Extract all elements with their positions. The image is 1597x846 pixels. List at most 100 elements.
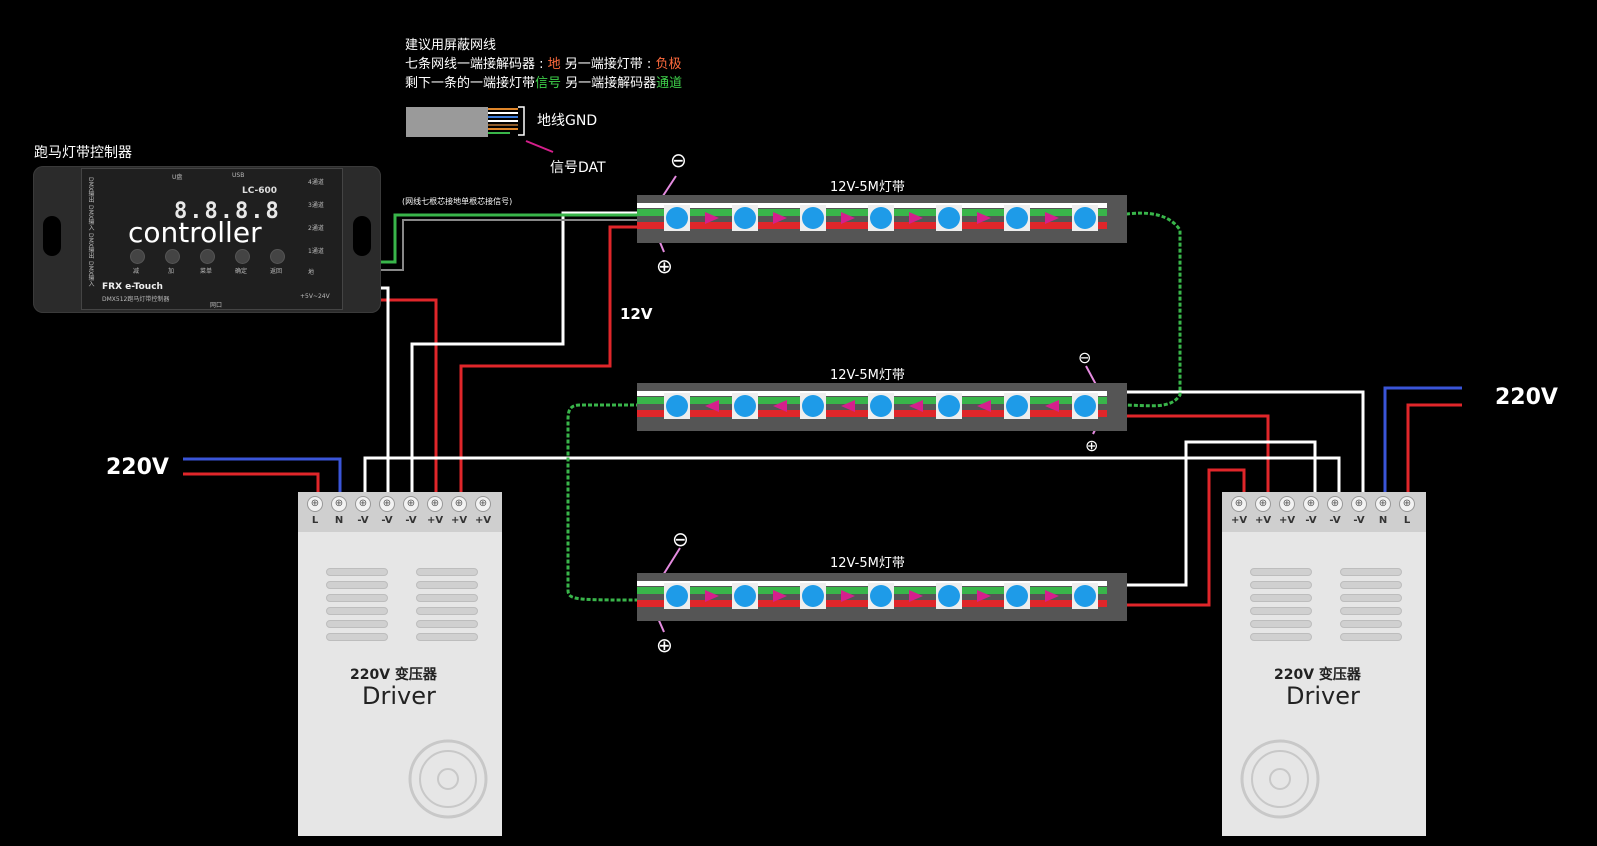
terminal: ⊕+V [1252, 496, 1274, 530]
note-line2: 七条网线一端接解码器 : 地 另一端接灯带 : 负极 [405, 55, 682, 74]
terminal: ⊕ -V [1300, 496, 1322, 530]
note-line3: 剩下一条的一端接灯带信号 另一端接解码器通道 [405, 74, 682, 93]
note-line3-b: 信号 [535, 76, 562, 91]
usb-port-b: USB [232, 172, 245, 179]
terminal-screw-icon: ⊕ [1279, 496, 1295, 512]
back-button[interactable] [270, 249, 285, 264]
vent-slot [416, 594, 478, 602]
led-icon [1074, 585, 1096, 607]
minus-button[interactable] [130, 249, 145, 264]
strip1-white-wire [410, 211, 643, 493]
strip1-red-wire [459, 225, 643, 493]
terminal-label: -V [1329, 515, 1341, 526]
vent-slot [1340, 581, 1402, 589]
direction-arrow-icon [977, 590, 991, 602]
channel-terminals: 4通道 3通道 2通道 1通道 地 [308, 175, 338, 276]
network-port-label: 网口 [210, 302, 223, 309]
vent-slot [1250, 607, 1312, 615]
vent-slot [416, 607, 478, 615]
terminal-label: +V [1278, 515, 1296, 526]
led-icon [870, 207, 892, 229]
right-220v-label: 220V [1495, 385, 1558, 410]
menu-button-label: 菜单 [200, 268, 213, 275]
vent-slot [1250, 620, 1312, 628]
direction-arrow-icon [909, 212, 923, 224]
vent-slot [416, 620, 478, 628]
dat-label: 信号DAT [550, 160, 606, 176]
ok-button[interactable] [235, 249, 250, 264]
led-icon [870, 395, 892, 417]
direction-arrow-icon [909, 400, 923, 412]
controller-big-label: controller [128, 216, 262, 249]
vent-slot [416, 568, 478, 576]
terminal: ⊕N [1372, 496, 1394, 530]
terminal-label: +V [1254, 515, 1272, 526]
terminal-screw-icon: ⊕ [355, 496, 371, 512]
terminal-screw-icon: ⊕ [1399, 496, 1415, 512]
strip2-white-wire [1120, 390, 1365, 493]
power-input-label: +5V~24V [300, 293, 330, 300]
right-psu-vents-a [1250, 568, 1312, 646]
terminal-label: N [334, 515, 344, 526]
led-icon [1006, 585, 1028, 607]
terminal-label: +V [450, 515, 468, 526]
terminal-screw-icon: ⊕ [403, 496, 419, 512]
strip2-title: 12V-5M灯带 [830, 368, 905, 383]
right-psu-title: 220V 变压器 [1274, 667, 1361, 683]
terminal: ⊕-V [400, 496, 422, 530]
terminal-label: -V [381, 515, 393, 526]
note-line3-d: 通道 [656, 76, 683, 91]
right-psu-fan-icon [1240, 739, 1320, 819]
channel-2-label: 2通道 [308, 225, 324, 232]
led-icon [734, 395, 756, 417]
left-mains-red-wire [183, 472, 320, 493]
terminal-label: -V [1305, 515, 1317, 526]
note-line1: 建议用屏蔽网线 [405, 38, 497, 53]
left-psu-vents-b [416, 568, 478, 646]
strip1-minus-icon: ⊖ [670, 148, 687, 172]
direction-arrow-icon [773, 590, 787, 602]
strip3-minus-icon: ⊖ [672, 527, 689, 551]
shielded-cable-body [406, 107, 488, 137]
right-mains-blue-wire [1383, 386, 1462, 493]
direction-arrow-icon [705, 400, 719, 412]
terminal-screw-icon: ⊕ [427, 496, 443, 512]
terminal-label: N [1378, 515, 1388, 526]
direction-arrow-icon [705, 212, 719, 224]
direction-arrow-icon [773, 400, 787, 412]
controller-panel: U盘 USB LC-600 8.8.8.8 controller 减 加 菜单 … [81, 168, 343, 310]
terminal: ⊕+V [448, 496, 470, 530]
vent-slot [1340, 568, 1402, 576]
direction-arrow-icon [977, 400, 991, 412]
vent-slot [416, 633, 478, 641]
led-strip-3 [637, 573, 1127, 621]
left-psu-terminals: ⊕L⊕N⊕-V⊕-V⊕-V⊕+V⊕+V⊕+V [304, 496, 500, 530]
led-icon [802, 585, 824, 607]
vent-slot [326, 594, 388, 602]
note-line2-a: 七条网线一端接解码器 : [405, 57, 548, 72]
terminal-screw-icon: ⊕ [307, 496, 323, 512]
terminal-label: -V [1353, 515, 1365, 526]
led-strip-1 [637, 195, 1127, 243]
terminal-screw-icon: ⊕ [379, 496, 395, 512]
channel-1-label: 1通道 [308, 248, 324, 255]
12v-label: 12V [620, 305, 653, 323]
menu-button[interactable] [200, 249, 215, 264]
controller-title: 跑马灯带控制器 [34, 145, 132, 161]
vent-slot [326, 581, 388, 589]
terminal: ⊕L [304, 496, 326, 530]
sub-brand-label: DMX512跑马灯带控制器 [102, 296, 170, 303]
strip3-plus-icon: ⊕ [656, 633, 673, 657]
led-strip-2 [637, 383, 1127, 431]
led-icon [666, 585, 688, 607]
led-icon [1074, 395, 1096, 417]
gnd-label: 地线GND [537, 113, 598, 129]
direction-arrow-icon [1045, 400, 1059, 412]
led-icon [938, 395, 960, 417]
plus-button[interactable] [165, 249, 180, 264]
strip2-red-wire [1120, 414, 1270, 493]
direction-arrow-icon [841, 212, 855, 224]
terminal-screw-icon: ⊕ [1303, 496, 1319, 512]
right-power-supply: ⊕+V⊕+V⊕+V⊕-V⊕-V⊕-V⊕N⊕L 220V 变压器 Driver [1222, 492, 1426, 836]
terminal-screw-icon: ⊕ [1231, 496, 1247, 512]
